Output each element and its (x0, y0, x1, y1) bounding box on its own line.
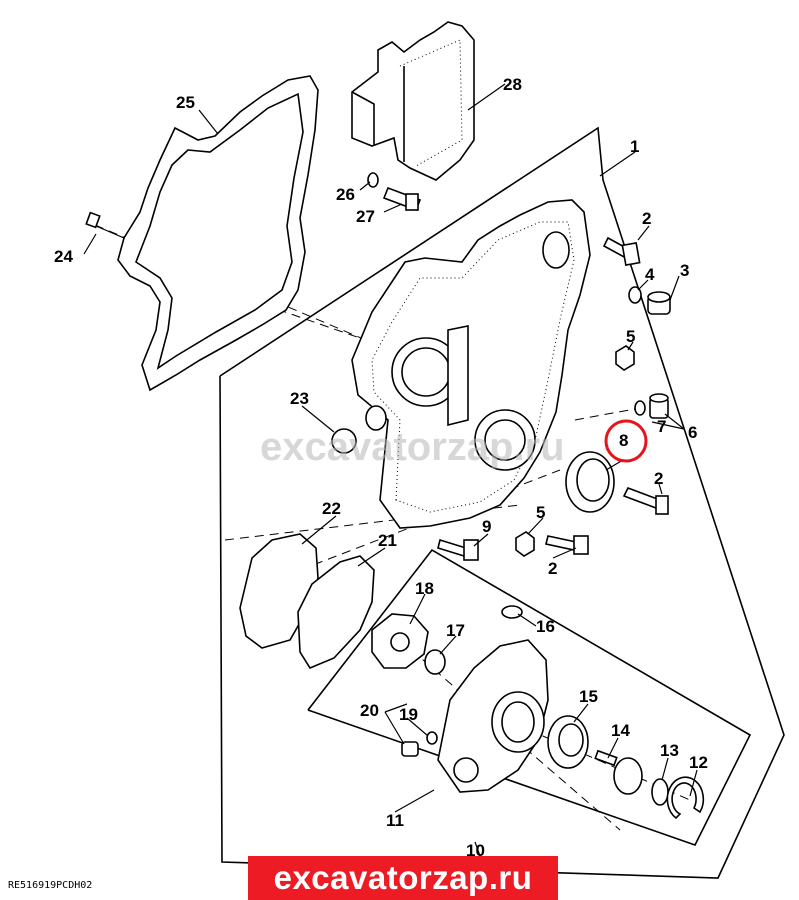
callout-16: 16 (536, 617, 555, 636)
callout-8: 8 (619, 431, 628, 450)
leader-lines (83, 83, 698, 857)
oring-part-4 (628, 286, 642, 304)
callout-10: 10 (466, 841, 485, 860)
oring-part-19 (426, 731, 438, 745)
bushing-part-17 (424, 649, 446, 675)
callout-5: 5 (536, 503, 545, 522)
callout-18: 18 (415, 579, 434, 598)
brand-banner: excavatorzap.ru (248, 856, 558, 900)
callout-24: 24 (54, 247, 73, 266)
callout-20: 20 (360, 701, 379, 720)
callout-19: 19 (399, 705, 418, 724)
callout-5: 5 (626, 327, 635, 346)
callout-2: 2 (642, 209, 651, 228)
timing-cover (351, 199, 591, 529)
watermark: excavatorzap.ru (260, 425, 565, 469)
reference-code: RE516919PCDH02 (8, 880, 92, 891)
gasket-part-21 (297, 555, 375, 669)
bolt-part-2b (622, 486, 669, 515)
snap-ring-part-12 (666, 776, 705, 820)
callout-23: 23 (290, 389, 309, 408)
callout-17: 17 (446, 621, 465, 640)
callout-3: 3 (680, 261, 689, 280)
seal-part-8 (565, 451, 615, 513)
callout-14: 14 (611, 721, 630, 740)
bolt-part-2a (602, 236, 641, 266)
cap-part-16 (501, 605, 523, 619)
impeller-part-18 (371, 613, 429, 669)
plug-part-3 (647, 291, 671, 315)
nut-part-5b (515, 531, 535, 557)
bracket-part-28 (351, 21, 475, 181)
gasket-part-25 (117, 75, 319, 392)
bolt-part-24 (85, 211, 125, 239)
callout-12: 12 (689, 753, 708, 772)
callout-9: 9 (482, 517, 491, 536)
callout-1: 1 (630, 137, 639, 156)
callout-11: 11 (386, 811, 404, 830)
pump-housing-part-11 (437, 639, 549, 793)
callout-7: 7 (657, 417, 666, 436)
callout-13: 13 (660, 741, 679, 760)
callout-28: 28 (503, 75, 522, 94)
highlight-circle (604, 419, 648, 463)
callout-25: 25 (176, 93, 195, 112)
washer-part-26 (367, 172, 379, 188)
bolt-part-27 (382, 186, 422, 212)
bearing-part-15 (547, 715, 589, 769)
callout-26: 26 (336, 185, 355, 204)
bolt-part-2c (545, 535, 589, 555)
callout-labels: 1 2 3 4 5 7 6 8 2 9 5 2 23 22 21 18 17 1… (54, 75, 708, 860)
callout-2: 2 (548, 559, 557, 578)
plug-part-20 (401, 741, 419, 757)
callout-4: 4 (645, 265, 655, 284)
callout-15: 15 (579, 687, 598, 706)
callout-22: 22 (322, 499, 341, 518)
assembly-frame-1 (219, 126, 785, 879)
callout-2: 2 (654, 469, 663, 488)
oring-part-23 (331, 428, 357, 454)
oring-part-7 (634, 400, 646, 416)
callout-21: 21 (378, 531, 397, 550)
assembly-frame-10 (307, 548, 752, 846)
shaft-part-14 (594, 749, 643, 795)
plug-part-6 (649, 393, 669, 419)
snap-ring-part-13 (651, 778, 669, 806)
callout-6: 6 (688, 423, 697, 442)
nut-part-5a (615, 345, 635, 371)
callout-27: 27 (356, 207, 375, 226)
